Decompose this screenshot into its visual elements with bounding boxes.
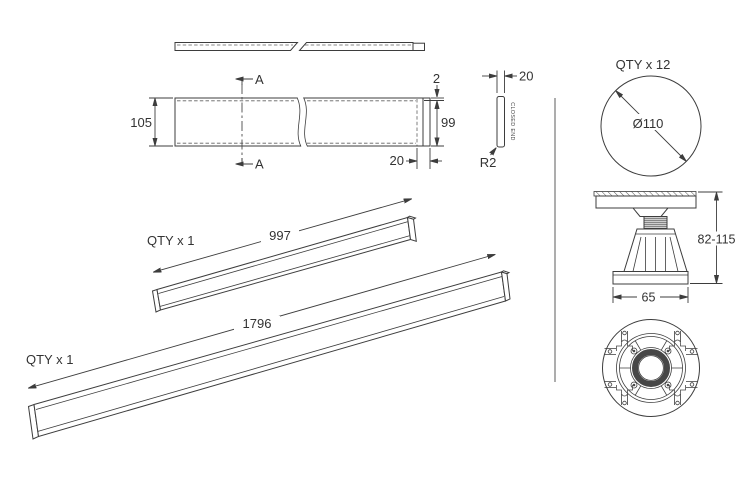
end-cap-top-view — [412, 42, 425, 52]
dim-20-thickness-label: 20 — [519, 69, 533, 84]
tray-section-hatch — [593, 191, 697, 197]
dim-105-label: 105 — [130, 115, 152, 130]
dim-end-cap-20: 20 — [390, 148, 442, 169]
dim-997-label: 997 — [269, 228, 291, 243]
panel-997-view: QTY x 1 997 — [147, 199, 417, 313]
dim-82-115-label: 82-115 — [698, 233, 736, 247]
radius-r2-label: R2 — [480, 155, 497, 170]
pin-holes — [607, 330, 695, 406]
section-a-bottom-label: A — [255, 157, 264, 172]
qty-997-label: QTY x 1 — [147, 233, 194, 248]
end-profile-view: 20 CLOSED END R2 — [480, 69, 534, 171]
bolt-holes — [630, 347, 672, 389]
threaded-stem — [643, 216, 668, 230]
leg-top-view: QTY x 12 Ø110 — [600, 57, 702, 177]
top-view — [174, 42, 425, 52]
hub-ring — [632, 349, 670, 387]
spokes — [619, 340, 683, 396]
front-view: 105 A A 2 99 20 — [130, 71, 455, 172]
dim-1796-label: 1796 — [243, 316, 272, 331]
leg-bottom-view — [602, 319, 700, 417]
dim-end-height-99: 99 — [424, 100, 455, 147]
qty-1796-label: QTY x 1 — [26, 352, 73, 367]
dim-20-cap-label: 20 — [390, 153, 404, 168]
dia-110-label: Ø110 — [633, 116, 664, 131]
section-a-top-label: A — [255, 72, 264, 87]
panel-1796-view: QTY x 1 1796 — [26, 255, 511, 440]
dim-top-gap-2: 2 — [431, 71, 444, 99]
qty-12-label: QTY x 12 — [616, 57, 671, 72]
corner-clips — [616, 339, 686, 397]
dim-2-label: 2 — [433, 71, 440, 86]
dim-height-105: 105 — [130, 97, 173, 147]
leg-cone — [623, 228, 688, 272]
dim-65-label: 65 — [642, 291, 656, 305]
section-line-a: A A — [236, 72, 264, 172]
dim-height-range: 82-115 — [690, 191, 740, 284]
dim-base-65: 65 — [612, 287, 689, 305]
closed-end-label: CLOSED END — [509, 102, 515, 141]
rib-lines — [604, 331, 698, 405]
leg-side-view: 65 82-115 — [593, 191, 740, 305]
dim-99-label: 99 — [441, 115, 455, 130]
